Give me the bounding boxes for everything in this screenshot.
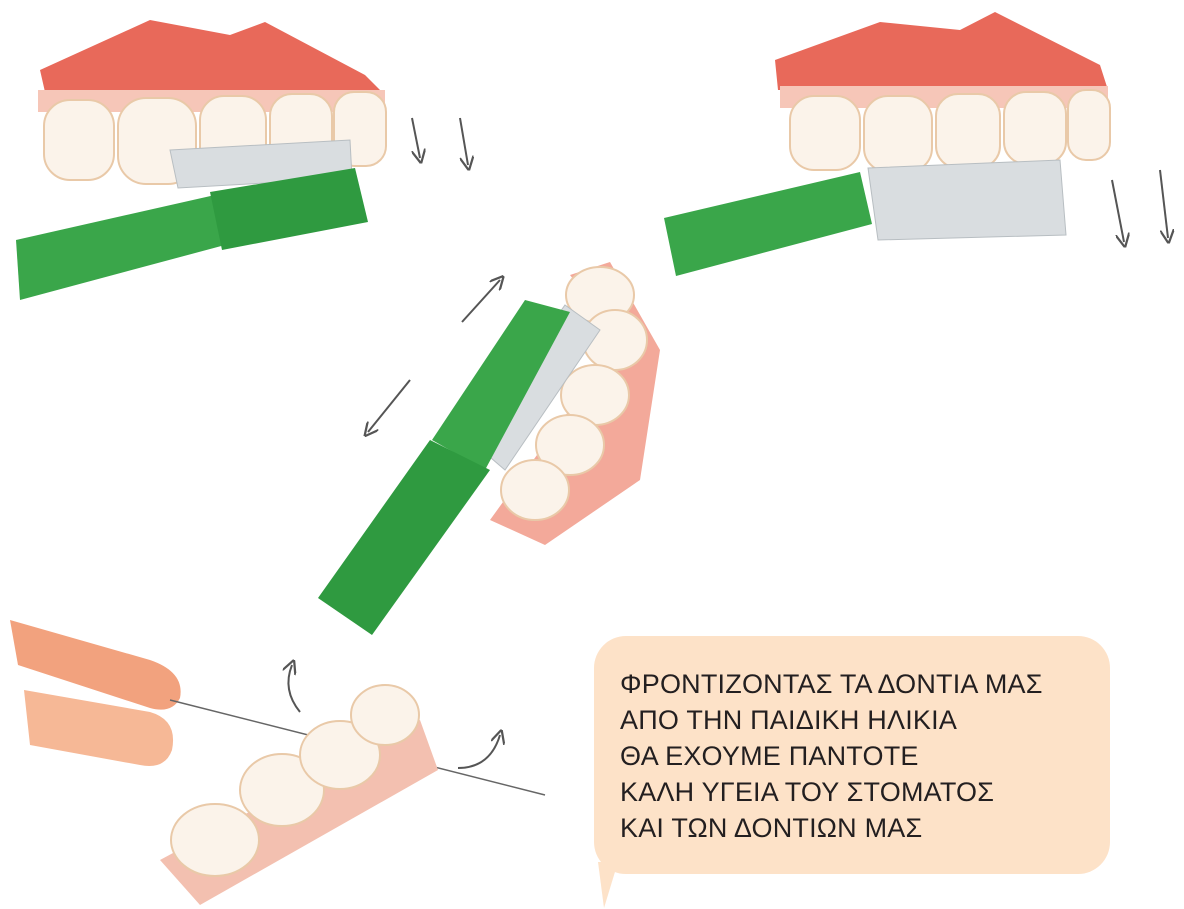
bubble-line: ΚΑΛΗ ΥΓΕΙΑ ΤΟΥ ΣΤΟΜΑΤΟΣ — [620, 774, 1043, 810]
toothbrush-handle — [318, 440, 490, 635]
upper-front-brushing-panel — [664, 12, 1168, 276]
down-arrow — [1160, 170, 1168, 238]
back-forth-arrow — [368, 380, 410, 432]
rotate-arrow — [458, 735, 500, 768]
speech-bubble-tail — [598, 862, 618, 908]
down-arrow — [460, 118, 468, 165]
rotate-arrow — [288, 665, 300, 712]
down-arrow — [1112, 180, 1124, 242]
upper-teeth — [790, 90, 1110, 172]
upper-gum — [40, 20, 385, 95]
flossing-panel — [10, 620, 545, 905]
back-forth-arrow — [462, 280, 500, 322]
toothbrush-handle — [16, 195, 225, 300]
speech-bubble: ΦΡΟΝΤΙΖΟΝΤΑΣ ΤΑ ΔΟΝΤΙΑ ΜΑΣ ΑΠΟ ΤΗΝ ΠΑΙΔΙ… — [594, 636, 1110, 874]
bubble-line: ΦΡΟΝΤΙΖΟΝΤΑΣ ΤΑ ΔΟΝΤΙΑ ΜΑΣ — [620, 666, 1043, 702]
bubble-line: ΘΑ ΕΧΟΥΜΕ ΠΑΝΤΟΤΕ — [620, 738, 1043, 774]
bubble-line: ΑΠΟ ΤΗΝ ΠΑΙΔΙΚΗ ΗΛΙΚΙΑ — [620, 702, 1043, 738]
toothbrush-handle — [664, 172, 872, 276]
bubble-line: ΚΑΙ ΤΩΝ ΔΟΝΤΙΩΝ ΜΑΣ — [620, 810, 1043, 846]
down-arrow — [412, 118, 420, 158]
upper-gum — [775, 12, 1108, 90]
bubble-text: ΦΡΟΝΤΙΖΟΝΤΑΣ ΤΑ ΔΟΝΤΙΑ ΜΑΣ ΑΠΟ ΤΗΝ ΠΑΙΔΙ… — [620, 666, 1043, 846]
upper-teeth-brushing-panel — [16, 20, 468, 300]
bristles — [868, 160, 1066, 240]
lower-teeth-brushing-panel — [318, 262, 660, 635]
